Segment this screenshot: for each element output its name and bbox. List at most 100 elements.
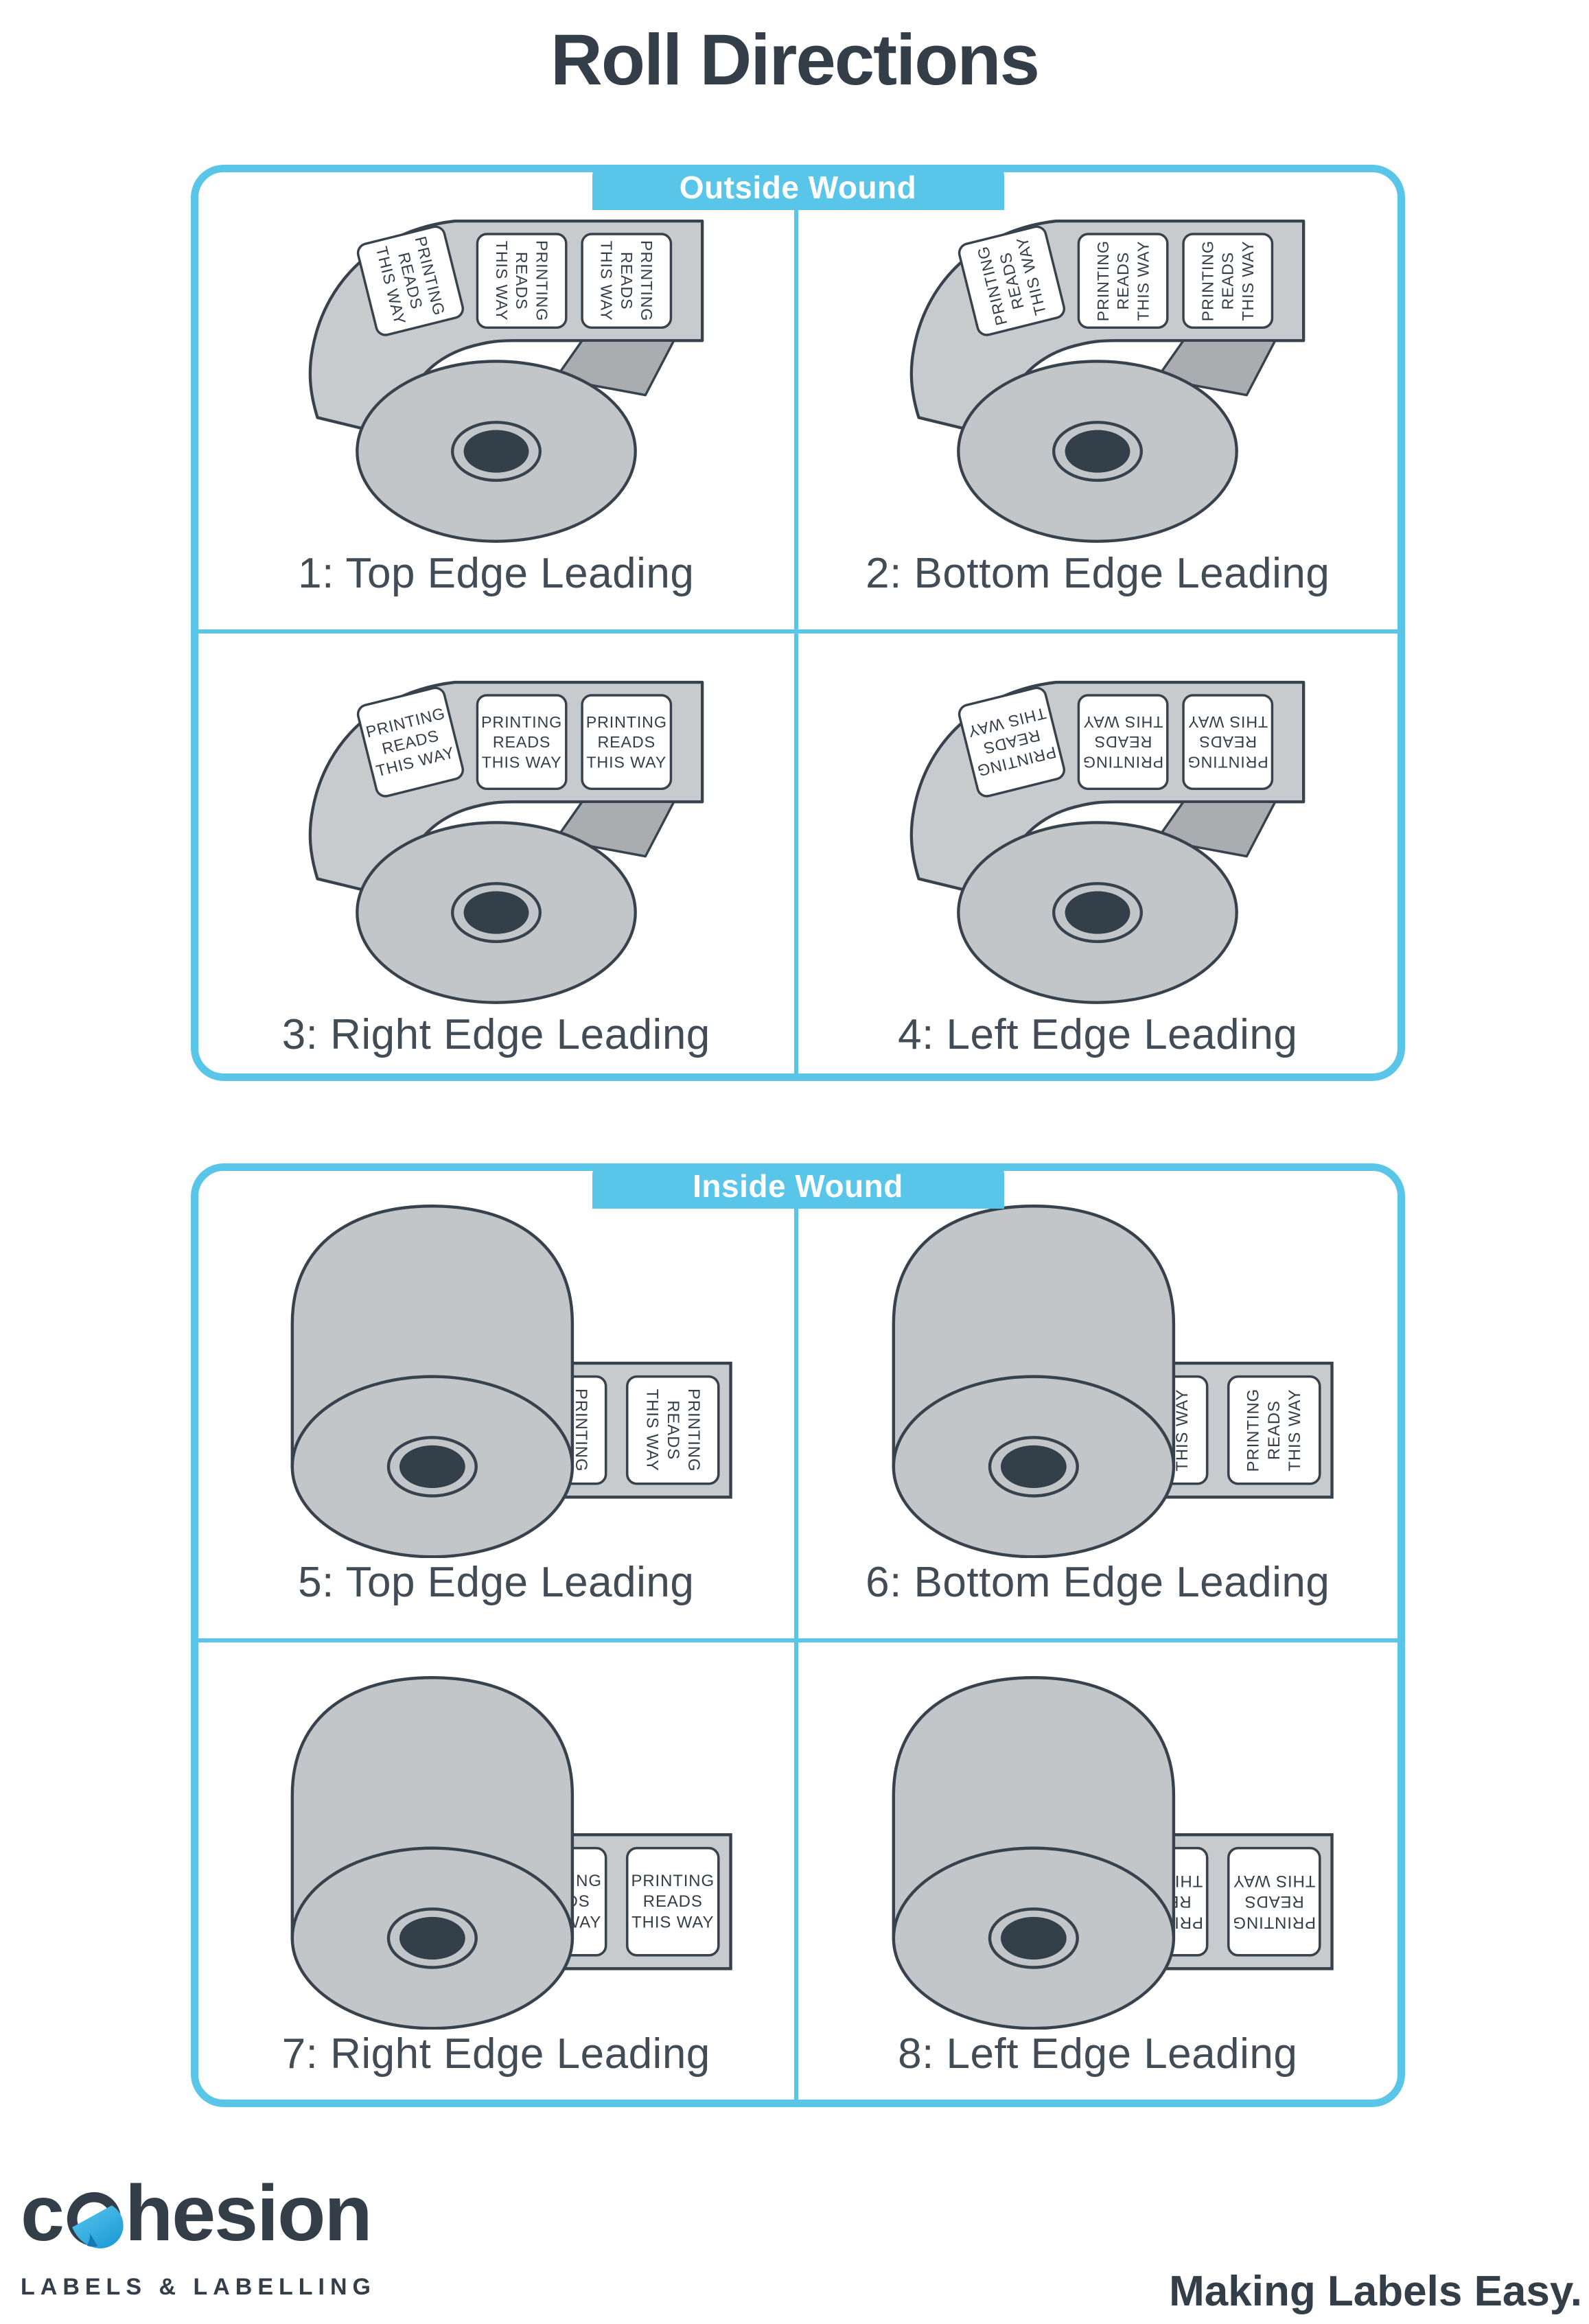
label-text-line: THIS WAY [631, 1913, 714, 1931]
quadrant-8-caption: 8: Left Edge Leading [898, 2030, 1298, 2078]
label-text-line: THIS WAY [1188, 713, 1268, 731]
label: PRINTING READS THIS WAY [1077, 694, 1169, 791]
label-text-line: READS [1219, 252, 1237, 310]
label-text-line: PRINTING [638, 240, 656, 321]
label-text-line: READS [664, 1400, 682, 1460]
quadrant-8: PRINTING READS THIS WAY PRINTING READS THIS … [798, 1642, 1398, 2100]
label-text-line: THIS WAY [1135, 241, 1152, 321]
label-text-line: PRINTING [572, 1388, 590, 1472]
label: PRINTING READS THIS WAY [1227, 1846, 1321, 1957]
inside-wound-roll: PRINTING READS THIS WAY PRINTING READS THIS … [290, 1676, 732, 2030]
label-text-line: PRINTING [1244, 1388, 1263, 1472]
core-hole [1001, 1916, 1067, 1960]
quadrant-6-caption: 6: Bottom Edge Leading [866, 1559, 1330, 1606]
label-text-line: PRINTING [585, 713, 666, 731]
label-text-line: READS [1114, 252, 1132, 310]
tagline: Making Labels Easy. [1169, 2268, 1582, 2315]
label-text-line: PRINTING [533, 240, 550, 321]
logo-subtitle: LABELS & LABELLING [21, 2274, 376, 2300]
label-text-line: READS [513, 252, 531, 310]
core-hole [1001, 1445, 1067, 1488]
logo-word-start: c [21, 2170, 65, 2257]
quadrant-7-caption: 7: Right Edge Leading [281, 2030, 710, 2078]
core-hole [463, 891, 529, 934]
quadrant-5-caption: 5: Top Edge Leading [298, 1559, 695, 1606]
inside-wound-roll: PRINTING READS THIS WAY PRINTING READS THIS … [892, 1676, 1334, 2030]
core-hole [1065, 430, 1130, 473]
peeling-label-icon [67, 2192, 124, 2249]
label-text-line: THIS WAY [1233, 1872, 1315, 1890]
quadrant-2-caption: 2: Bottom Edge Leading [866, 550, 1330, 597]
label-text-line: THIS WAY [1286, 1389, 1304, 1472]
quadrant-4: PRINTING READS THIS WAY PRINTING READS THIS … [798, 634, 1398, 1073]
label-text-line: THIS WAY [586, 753, 666, 771]
label-text-line: READS [493, 733, 550, 751]
label-text-line: PRINTING [1187, 753, 1268, 771]
page-title: Roll Directions [550, 20, 1040, 100]
label-text-line: PRINTING [481, 713, 562, 731]
cohesion-logo: c hesion LABELS & LABELLING [21, 2174, 376, 2301]
label-text-line: THIS WAY [1083, 713, 1163, 731]
core-hole [399, 1445, 465, 1488]
outside-wound-roll: PRINTING READS THIS WAY PRINTING READS THIS … [909, 680, 1306, 1004]
label-text-line: READS [1244, 1892, 1304, 1911]
core-hole [399, 1916, 465, 1960]
label-text-line: PRINTING [631, 1872, 714, 1890]
logo-wordmark: c hesion [21, 2174, 376, 2253]
section-badge-inside: Inside Wound [592, 1163, 1004, 1209]
roll-illustration-8: PRINTING READS THIS WAY PRINTING READS THIS … [854, 1642, 1341, 2030]
section-badge-outside: Outside Wound [592, 165, 1004, 210]
label-text-line: PRINTING [1199, 240, 1217, 321]
label-text-line: PRINTING [1233, 1913, 1316, 1931]
label: PRINTING READS THIS WAY [625, 1846, 720, 1957]
label-text-line: READS [618, 252, 636, 310]
roll-illustration-4: PRINTING READS THIS WAY PRINTING READS THIS … [861, 634, 1334, 1010]
quadrant-4-caption: 4: Left Edge Leading [898, 1011, 1298, 1058]
label-text-line: THIS WAY [1173, 1389, 1192, 1472]
label-text-line: READS [643, 1892, 703, 1911]
label-text-line: READS [1199, 733, 1257, 751]
label-text-line: THIS WAY [642, 1389, 661, 1472]
quadrant-3-caption: 3: Right Edge Leading [281, 1011, 710, 1058]
label-text-line: READS [1094, 733, 1152, 751]
quadrant-1-caption: 1: Top Edge Leading [298, 550, 695, 597]
label-text-line: PRINTING [1094, 240, 1112, 321]
label-text-line: PRINTING [684, 1388, 703, 1472]
label-text-line: PRINTING [1082, 753, 1163, 771]
logo-word-end: hesion [124, 2170, 373, 2257]
label: PRINTING READS THIS WAY [1182, 694, 1274, 791]
